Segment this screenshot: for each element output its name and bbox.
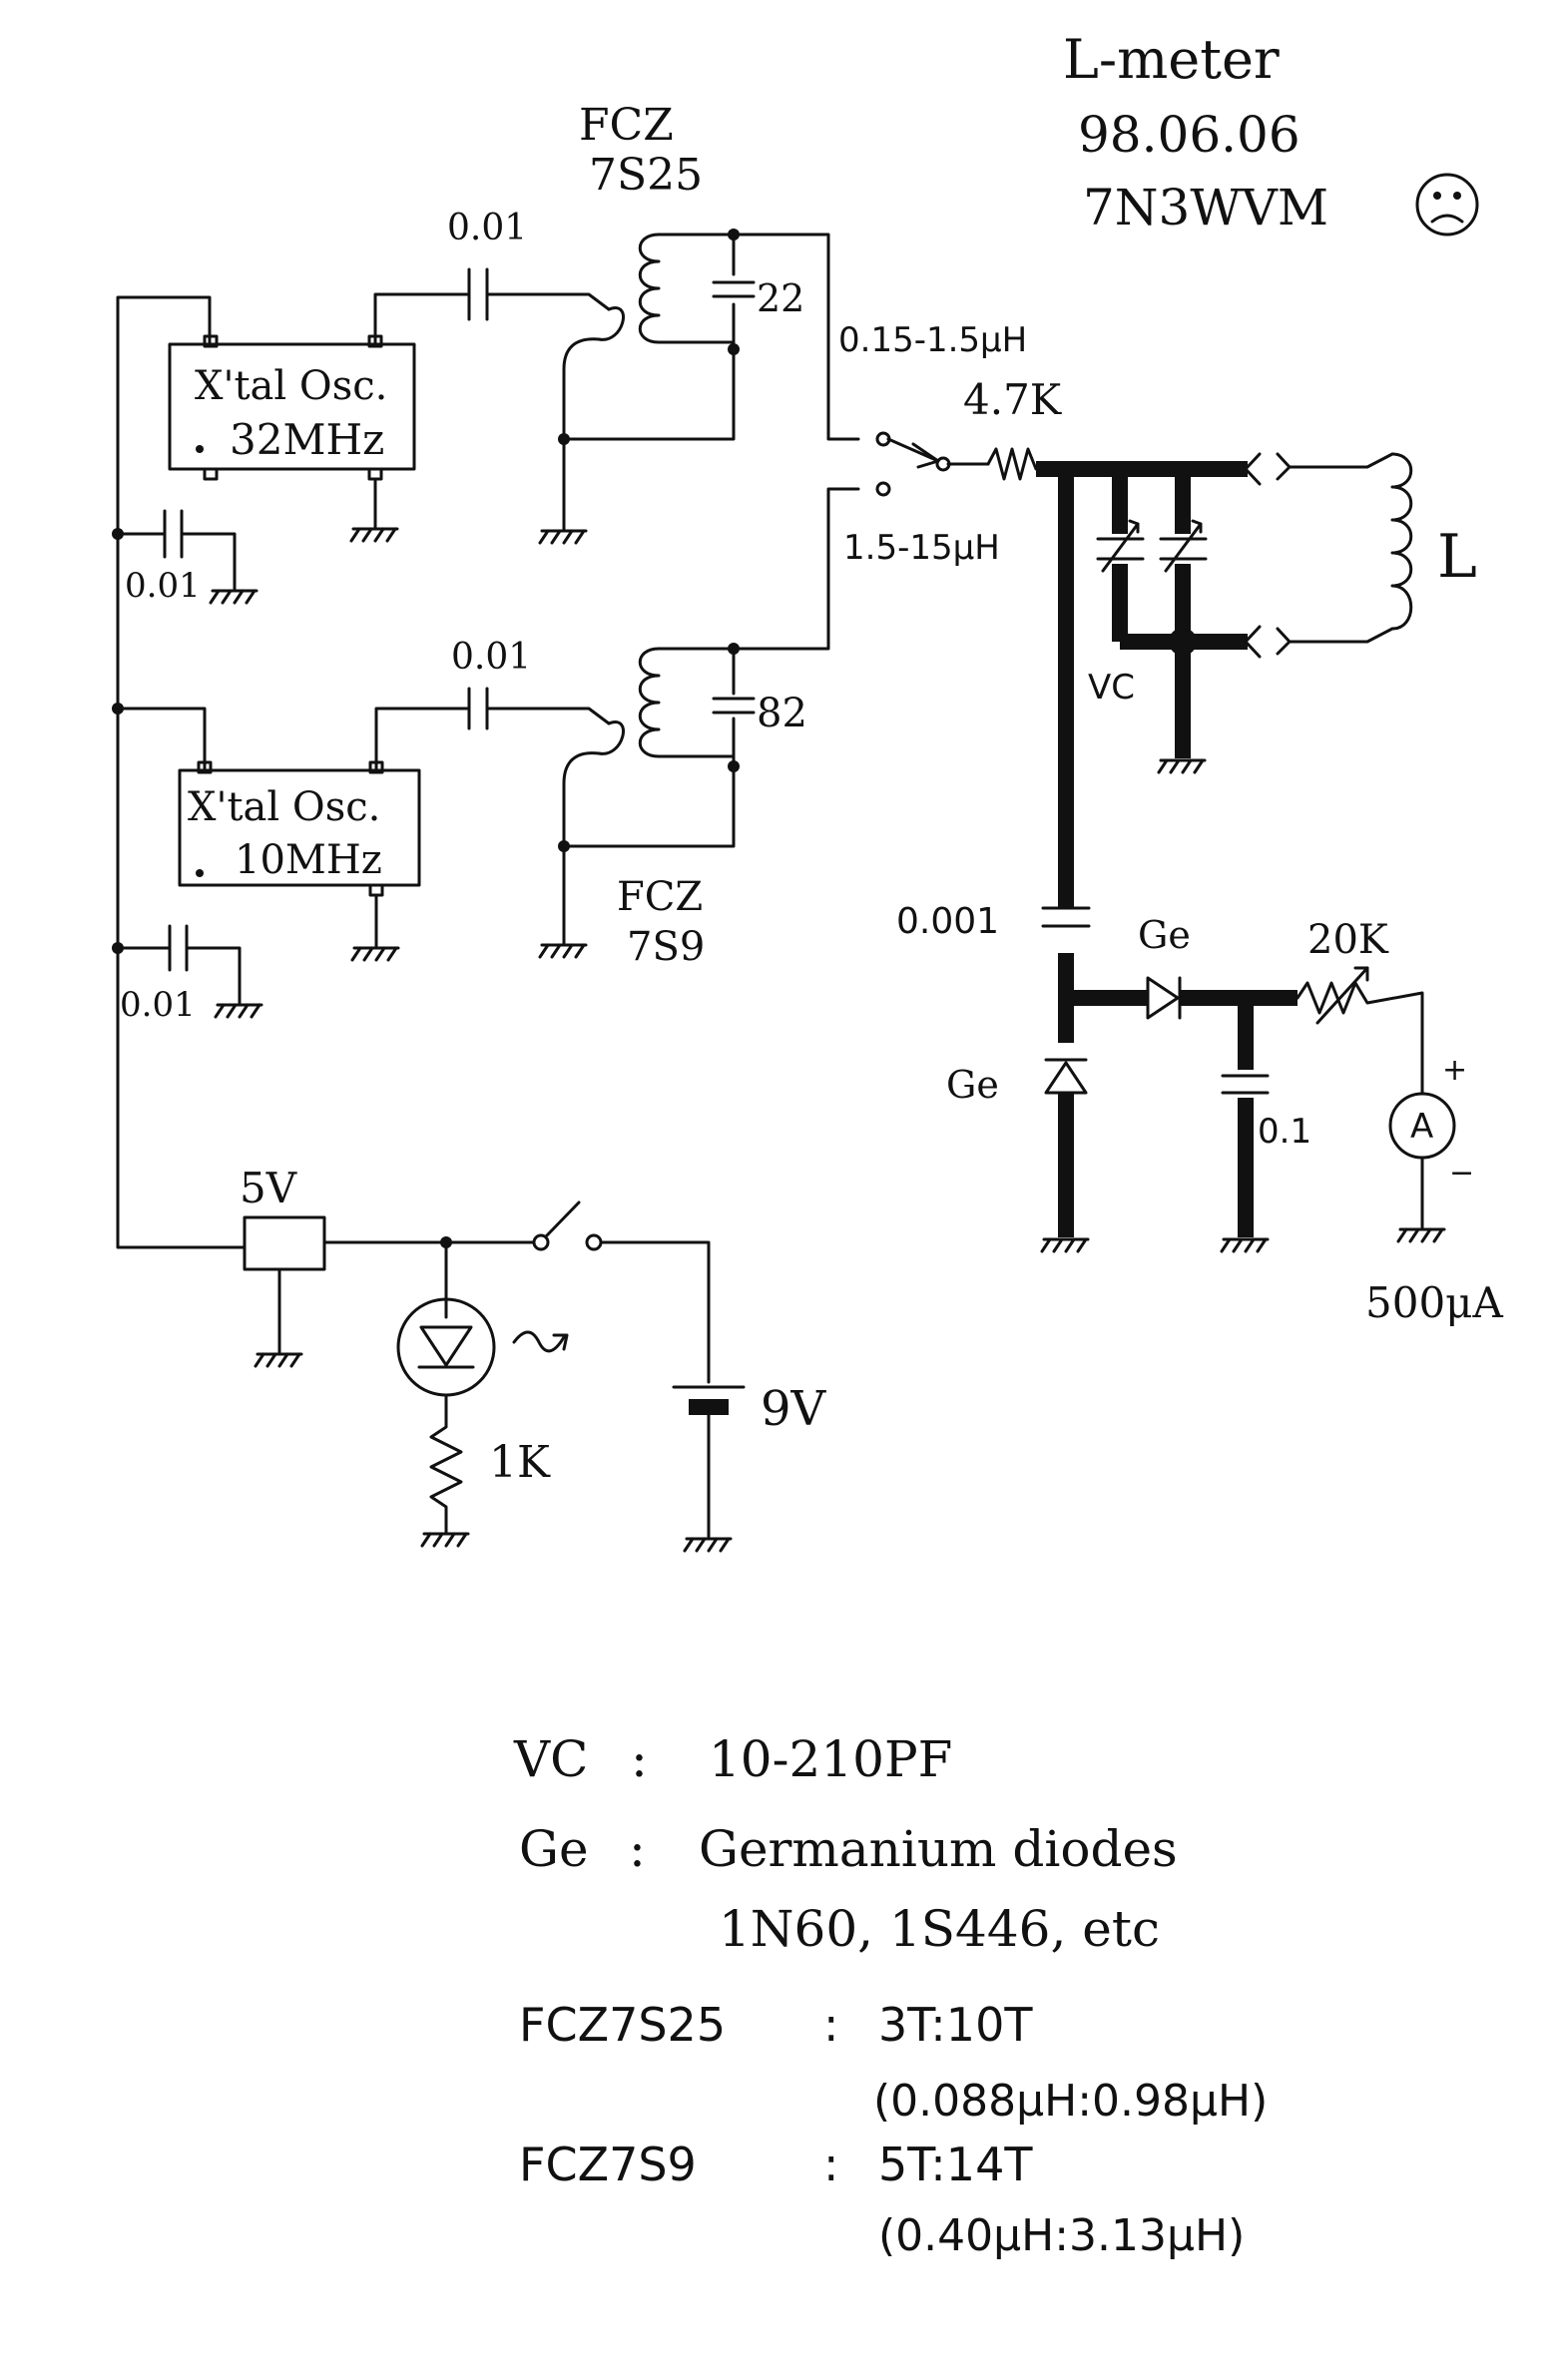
- note-ge-key: Ge: [519, 1820, 589, 1878]
- fcz-7s9-coil: 82 FCZ 7S9: [538, 487, 860, 970]
- filter-cap-label: 0.1: [1258, 1112, 1311, 1152]
- note-7s25-sep: :: [823, 1998, 839, 2052]
- coil2-name: FCZ: [617, 874, 703, 920]
- series-resistor-label: 4.7K: [963, 375, 1063, 424]
- crystal-oscillator-1: X'tal Osc. 32MHz 0.01 0.01: [116, 208, 611, 606]
- note-ge-value: Germanium diodes: [699, 1820, 1178, 1878]
- shunt-diode-label: Ge: [946, 1063, 999, 1107]
- note-vc-key: VC: [513, 1730, 588, 1788]
- coupling-cap-label: 0.001: [896, 901, 999, 942]
- vc-label: VC: [1088, 668, 1135, 708]
- note-7s25-key: FCZ7S25: [519, 1998, 726, 2052]
- test-inductor: L: [1276, 452, 1477, 656]
- power-section: 5V 9V 1K: [240, 1164, 827, 1553]
- note-7s9-key: FCZ7S9: [519, 2138, 697, 2191]
- fcz-7s25-coil: FCZ 7S25 22: [538, 100, 860, 545]
- note-ge-sep: :: [629, 1820, 646, 1878]
- coil2-cap: 82: [757, 691, 807, 736]
- note-7s25-inductance: (0.088μH:0.98μH): [873, 2076, 1268, 2127]
- osc1-freq: 32MHz: [230, 415, 384, 464]
- coil2-model: 7S9: [627, 924, 705, 970]
- note-7s25-turns: 3T:10T: [878, 1998, 1033, 2052]
- inductor-label: L: [1437, 522, 1477, 592]
- osc1-box: [168, 342, 416, 471]
- osc2-freq: 10MHz: [235, 837, 382, 883]
- meter-minus: −: [1449, 1156, 1474, 1190]
- main-bus: VC: [1036, 452, 1262, 1237]
- meter-range: 500μA: [1365, 1278, 1503, 1327]
- note-ge-examples: 1N60, 1S446, etc: [719, 1900, 1160, 1958]
- osc2-box: [178, 768, 421, 887]
- note-vc-value: 10-210PF: [709, 1730, 952, 1788]
- osc2-label: X'tal Osc.: [188, 784, 380, 830]
- note-7s9-sep: :: [823, 2138, 839, 2191]
- vr-label: 20K: [1307, 917, 1389, 963]
- coil1-cap: 22: [757, 276, 804, 320]
- note-7s9-inductance: (0.40μH:3.13μH): [878, 2210, 1245, 2261]
- meter-plus: +: [1442, 1053, 1467, 1088]
- regulator-5v: [243, 1215, 326, 1271]
- crystal-oscillator-2: X'tal Osc. 10MHz 0.01 0.01: [116, 637, 611, 1025]
- osc1-bypass-cap: 0.01: [125, 566, 201, 606]
- coil1-name: FCZ: [579, 100, 674, 151]
- notes: VC : 10-210PF Ge : Germanium diodes 1N60…: [513, 1730, 1268, 2261]
- range-switch: 0.15-1.5μH 1.5-15μH 4.7K: [838, 320, 1063, 568]
- led-resistor-label: 1K: [489, 1437, 551, 1488]
- range-high-label: 0.15-1.5μH: [838, 320, 1027, 360]
- battery-label: 9V: [761, 1381, 827, 1437]
- meter-symbol: A: [1410, 1107, 1433, 1147]
- series-diode-label: Ge: [1138, 913, 1191, 957]
- note-vc-sep: :: [631, 1730, 648, 1788]
- note-7s9-turns: 5T:14T: [878, 2138, 1033, 2191]
- osc2-coupling-cap: 0.01: [451, 637, 531, 678]
- coil1-model: 7S25: [589, 150, 703, 201]
- sad-face-icon: [1415, 173, 1479, 237]
- osc1-label: X'tal Osc.: [195, 363, 387, 409]
- title: L-meter: [1063, 28, 1280, 91]
- detector: 0.001 Ge Ge 0.1 20K A + − 500μA: [896, 901, 1503, 1327]
- osc1-coupling-cap: 0.01: [447, 208, 527, 248]
- regulator-label: 5V: [240, 1164, 297, 1212]
- osc2-bypass-cap: 0.01: [120, 985, 196, 1025]
- callsign: 7N3WVM: [1083, 179, 1328, 237]
- range-low-label: 1.5-15μH: [843, 528, 1000, 568]
- date: 98.06.06: [1078, 106, 1300, 164]
